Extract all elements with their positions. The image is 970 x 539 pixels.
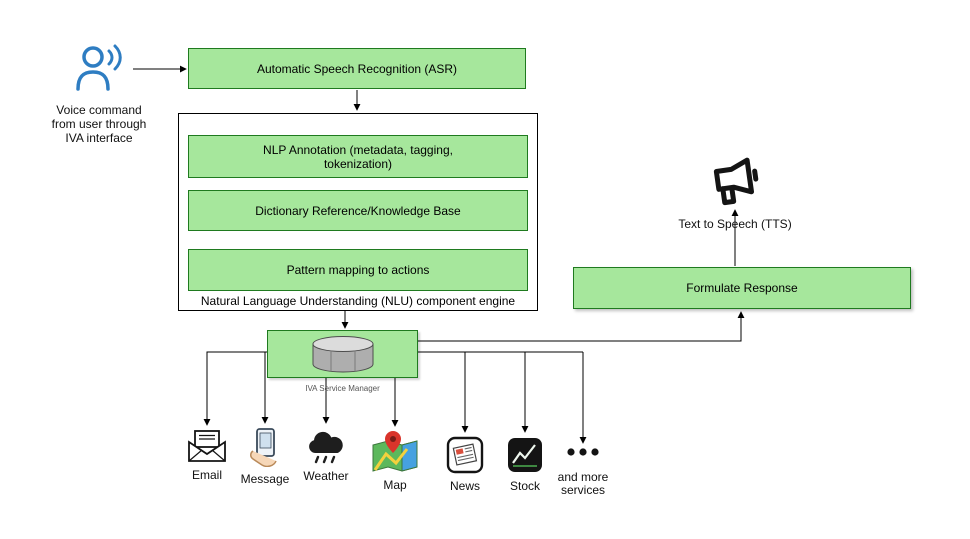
rain-cloud-icon: [304, 426, 348, 464]
nlu-step-dictionary-reference: Dictionary Reference/Knowledge Base: [188, 190, 528, 231]
service-label: Email: [191, 468, 222, 482]
service-manager-node: [267, 330, 418, 378]
nlu-step-label: NLP Annotation (metadata, tagging, token…: [263, 142, 453, 171]
connector-to-formulate-response: [418, 311, 745, 342]
asr-label: Automatic Speech Recognition (ASR): [256, 61, 458, 76]
service-message: Message: [235, 427, 295, 486]
hand-phone-icon: [247, 427, 283, 468]
formulate-response-label: Formulate Response: [686, 281, 798, 295]
stock-chart-icon: [506, 436, 544, 474]
voice-user-icon: [72, 42, 130, 98]
newspaper-icon: [446, 436, 484, 474]
service-map: Map: [367, 429, 423, 492]
nlu-container: NLP Annotation (metadata, tagging, token…: [178, 113, 538, 311]
service-label: Map: [383, 478, 407, 492]
service-news: News: [437, 436, 493, 493]
megaphone-icon: [707, 156, 763, 208]
database-cylinder-icon: [309, 335, 377, 373]
service-label: Weather: [303, 469, 349, 483]
service-manager-label: IVA Service Manager: [305, 384, 380, 393]
map-pin-icon: [371, 429, 419, 473]
service-label: and more services: [557, 470, 609, 497]
service-label: Stock: [509, 479, 540, 493]
nlu-step-nlp-annotation: NLP Annotation (metadata, tagging, token…: [188, 135, 528, 178]
nlu-container-label: Natural Language Understanding (NLU) com…: [200, 294, 516, 308]
connector-to-email: [203, 351, 267, 426]
service-label: Message: [240, 472, 290, 486]
service-email: Email: [177, 429, 237, 482]
service-stock: Stock: [497, 436, 553, 493]
nlu-step-label: Dictionary Reference/Knowledge Base: [255, 203, 461, 218]
formulate-response-node: Formulate Response: [573, 267, 911, 309]
service-weather: Weather: [296, 426, 356, 483]
nlu-step-pattern-mapping: Pattern mapping to actions: [188, 249, 528, 291]
service-more: and more services: [551, 447, 615, 497]
ellipsis-icon: [566, 447, 600, 457]
voice-command-label: Voice command from user through IVA inte…: [51, 103, 147, 145]
envelope-icon: [187, 429, 227, 463]
service-label: News: [449, 479, 480, 493]
nlu-step-label: Pattern mapping to actions: [286, 263, 430, 277]
asr-node: Automatic Speech Recognition (ASR): [188, 48, 526, 89]
tts-label: Text to Speech (TTS): [678, 217, 792, 231]
